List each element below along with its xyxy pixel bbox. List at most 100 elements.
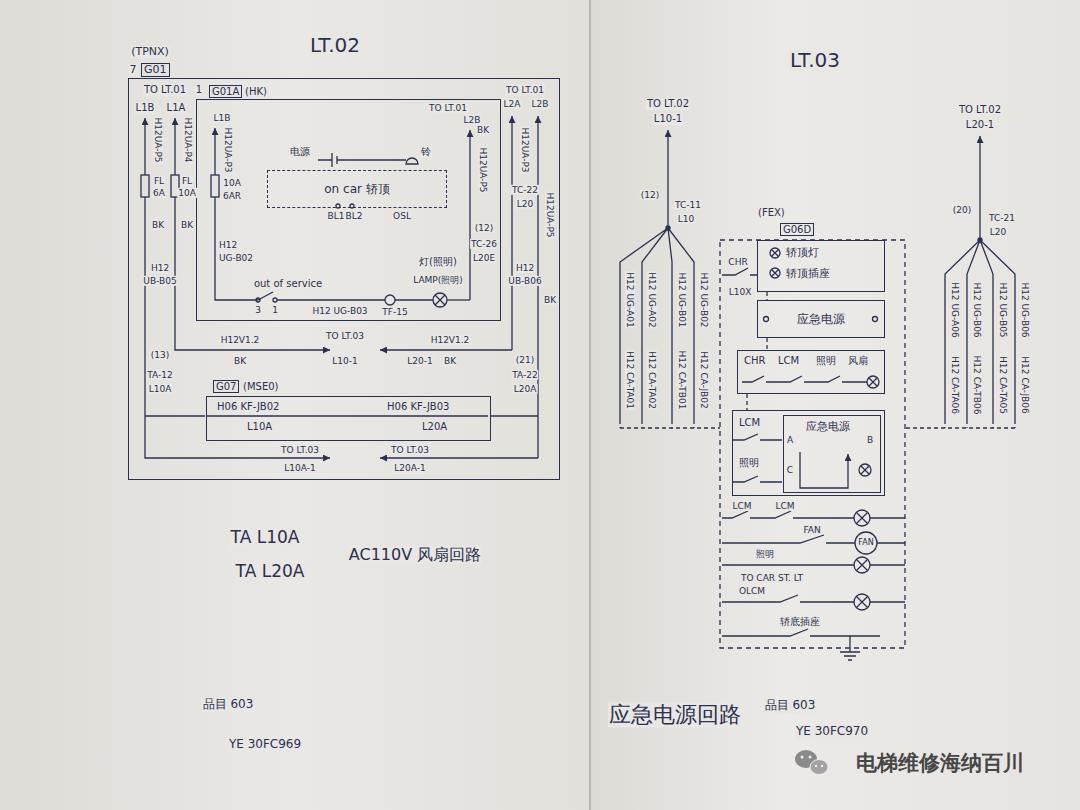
wire-label: 灯(照明)	[418, 256, 458, 268]
wire-label: (21)	[515, 355, 535, 365]
fold-line	[589, 0, 591, 810]
node-text: 照明	[739, 457, 759, 469]
wire-label: L1B	[213, 113, 232, 123]
node-text: L20A	[422, 421, 447, 433]
wire-path	[620, 420, 720, 428]
node-text: G01	[141, 63, 170, 77]
wire-label: 6A	[152, 188, 166, 198]
wire-path	[447, 299, 470, 300]
wire-label: TA L10A	[230, 528, 301, 548]
wire-label: H12UA-P5	[545, 191, 555, 238]
wire-label: TC-21	[988, 213, 1016, 223]
wire-label: L20	[989, 227, 1007, 237]
wire-label: 6AR	[222, 191, 242, 201]
wire-path	[856, 559, 868, 571]
symbol-circle	[273, 298, 277, 302]
wire-label: C	[786, 465, 794, 475]
wire-label: H12UA-P4	[183, 116, 193, 163]
wire-label: UB-B05	[142, 276, 177, 286]
wire-label: 1	[271, 305, 279, 315]
wire-connector	[766, 292, 767, 300]
symbol-circle	[854, 510, 870, 526]
wire-label: H12 UG-B03	[311, 306, 368, 316]
frame-box: LCM 照明 应急电源	[732, 410, 885, 496]
wire-label: H12	[218, 240, 238, 250]
wire-label: out of service	[253, 278, 323, 290]
wire-label: OSL	[392, 211, 412, 221]
wire-path	[856, 512, 868, 524]
panel-rect	[171, 175, 179, 197]
wire-label: BK	[151, 220, 165, 230]
wire-path	[537, 116, 538, 458]
wire-label: H12 UG-A02	[647, 271, 657, 328]
wire-label: H12UA-P3	[223, 126, 233, 173]
wire-label: TA-22	[511, 370, 538, 380]
symbol-circle	[764, 317, 769, 322]
wire-label: LT.03	[789, 49, 841, 72]
wire-path	[840, 636, 860, 660]
wire-label: L1A	[166, 102, 187, 114]
node-text: LCM	[739, 417, 760, 429]
wire-path	[742, 376, 867, 382]
wire-label: TO LT.01	[143, 84, 187, 96]
wire-label: 电源	[289, 146, 311, 158]
node-text: 照明	[816, 355, 836, 367]
symbol-circle	[867, 376, 879, 388]
wire-label: FL	[153, 176, 165, 186]
wire-path	[722, 268, 757, 275]
panel-rect	[720, 240, 905, 648]
wire-path	[869, 378, 877, 386]
wire-path	[732, 434, 782, 440]
wire-label: L10-1	[331, 356, 358, 366]
node-text: (HK)	[245, 86, 267, 98]
wire-label: BK	[233, 356, 247, 366]
wire-label: L10A	[148, 384, 173, 394]
symbol-circle	[855, 532, 877, 554]
wire-label: TO LT.02	[646, 98, 690, 110]
wire-label: 1	[195, 84, 203, 96]
frame-box: (FEX)G06D轿顶灯轿顶插座	[757, 240, 885, 292]
wire-label: L2B	[531, 99, 550, 109]
wire-label: 照明	[755, 549, 775, 559]
wire-label: LCM	[731, 501, 752, 511]
wire-label: LCM	[774, 501, 795, 511]
wire-label: TC-11	[674, 200, 702, 210]
wire-label: L20E	[472, 253, 496, 263]
wire-label: H12UA-P5	[153, 116, 163, 163]
wire-path	[435, 295, 445, 305]
panel-rect	[141, 175, 149, 197]
symbol-circle	[385, 295, 395, 305]
wire-label: 10A	[177, 188, 197, 198]
wire-path	[318, 153, 406, 167]
wire-label: TO LT.01	[505, 85, 545, 95]
frame-box: 应急电源	[783, 415, 881, 493]
wire-label: H12 UG-A01	[625, 271, 635, 328]
node-text: G01A	[209, 85, 242, 98]
symbol-circle	[801, 756, 804, 759]
wire-label: H12UA-P5	[478, 146, 488, 193]
node-text: H06 KF-JB02	[217, 401, 279, 413]
wire-label: L10	[677, 214, 695, 224]
wire-path	[856, 596, 868, 608]
wechat-icon	[795, 750, 828, 775]
wire-label: L2B	[463, 115, 482, 125]
wire-label: H12 CA-TA02	[647, 350, 657, 410]
symbol-circle	[873, 317, 878, 322]
wire-path	[772, 270, 779, 277]
symbol-circle	[770, 268, 780, 278]
wire-label: (12)	[474, 223, 494, 233]
wire-label: TF-15	[381, 307, 408, 317]
icon-ellipse	[810, 760, 828, 775]
wire-label: 3	[254, 305, 262, 315]
node-text: (MSE0)	[243, 381, 278, 393]
frame-box: 应急电源	[757, 300, 885, 338]
wire-label: L10-1	[653, 113, 683, 125]
wire-label: 应急电源回路	[608, 702, 742, 727]
wire-label: TC-26	[470, 239, 498, 249]
wire-label: L20A	[513, 384, 538, 394]
wire-label: H12 CA-TA05	[998, 355, 1008, 415]
wire-label: H12 CA-TA06	[950, 355, 960, 415]
